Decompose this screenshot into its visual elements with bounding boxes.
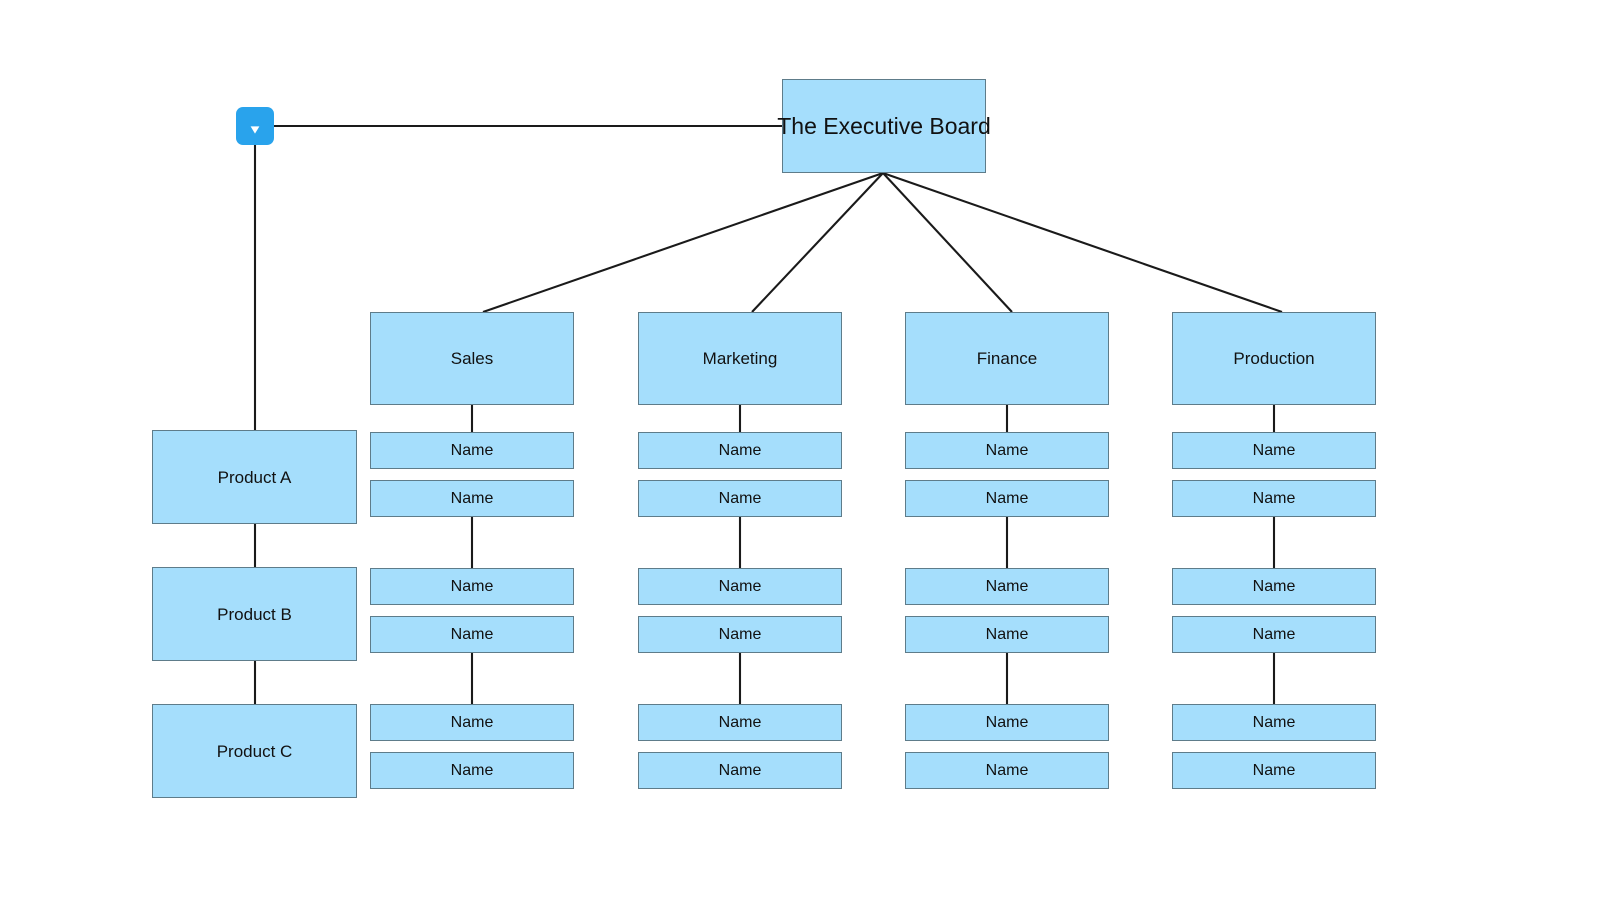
node-name-finance-3-1[interactable]: Name <box>905 704 1109 741</box>
edge-root-to-sales <box>482 172 884 313</box>
node-product-a[interactable]: Product A <box>152 430 357 524</box>
node-name-production-1-1[interactable]: Name <box>1172 432 1376 469</box>
node-name-sales-3-2[interactable]: Name <box>370 752 574 789</box>
node-executive-board[interactable]: The Executive Board <box>777 79 991 173</box>
node-name-label: Name <box>1252 577 1296 595</box>
node-name-label: Name <box>985 441 1029 459</box>
node-name-production-1-2[interactable]: Name <box>1172 480 1376 517</box>
node-name-sales-3-1[interactable]: Name <box>370 704 574 741</box>
node-name-label: Name <box>985 577 1029 595</box>
node-name-sales-2-1[interactable]: Name <box>370 568 574 605</box>
node-department-production-label: Production <box>1233 349 1315 368</box>
node-name-label: Name <box>1252 489 1296 507</box>
node-name-marketing-2-1[interactable]: Name <box>638 568 842 605</box>
edge-root-to-production <box>882 172 1283 313</box>
node-product-c-label: Product C <box>216 741 293 761</box>
node-name-finance-1-1[interactable]: Name <box>905 432 1109 469</box>
node-name-label: Name <box>450 625 494 643</box>
node-department-sales-label: Sales <box>450 349 494 368</box>
node-name-marketing-3-2[interactable]: Name <box>638 752 842 789</box>
node-name-label: Name <box>450 713 494 731</box>
node-department-production[interactable]: Production <box>1172 312 1376 405</box>
node-product-b-label: Product B <box>217 604 292 624</box>
node-name-marketing-2-2[interactable]: Name <box>638 616 842 653</box>
node-department-marketing-label: Marketing <box>702 349 778 368</box>
node-name-label: Name <box>718 489 762 507</box>
node-product-b[interactable]: Product B <box>152 567 357 661</box>
node-name-label: Name <box>1252 713 1296 731</box>
node-name-label: Name <box>450 441 494 459</box>
node-name-label: Name <box>985 625 1029 643</box>
node-department-finance[interactable]: Finance <box>905 312 1109 405</box>
node-name-production-2-2[interactable]: Name <box>1172 616 1376 653</box>
node-name-label: Name <box>985 489 1029 507</box>
node-name-label: Name <box>718 625 762 643</box>
collapse-toggle-button[interactable] <box>236 107 274 145</box>
node-name-label: Name <box>718 713 762 731</box>
node-name-label: Name <box>1252 625 1296 643</box>
node-name-marketing-3-1[interactable]: Name <box>638 704 842 741</box>
node-name-sales-1-1[interactable]: Name <box>370 432 574 469</box>
node-name-sales-2-2[interactable]: Name <box>370 616 574 653</box>
node-name-label: Name <box>1252 761 1296 779</box>
node-name-label: Name <box>450 577 494 595</box>
node-name-marketing-1-2[interactable]: Name <box>638 480 842 517</box>
edge-root-to-marketing <box>751 172 884 313</box>
node-name-finance-3-2[interactable]: Name <box>905 752 1109 789</box>
node-name-marketing-1-1[interactable]: Name <box>638 432 842 469</box>
node-name-production-3-1[interactable]: Name <box>1172 704 1376 741</box>
node-name-production-2-1[interactable]: Name <box>1172 568 1376 605</box>
arrow-down-icon <box>244 115 266 137</box>
edge-root-to-finance <box>882 172 1013 313</box>
node-product-a-label: Product A <box>217 467 292 487</box>
node-name-label: Name <box>985 761 1029 779</box>
node-name-label: Name <box>718 761 762 779</box>
node-name-label: Name <box>450 761 494 779</box>
node-department-finance-label: Finance <box>976 349 1038 368</box>
node-name-finance-2-2[interactable]: Name <box>905 616 1109 653</box>
node-name-label: Name <box>985 713 1029 731</box>
node-name-production-3-2[interactable]: Name <box>1172 752 1376 789</box>
node-name-sales-1-2[interactable]: Name <box>370 480 574 517</box>
node-department-marketing[interactable]: Marketing <box>638 312 842 405</box>
node-department-sales[interactable]: Sales <box>370 312 574 405</box>
node-executive-board-label: The Executive Board <box>777 112 991 139</box>
node-name-label: Name <box>718 441 762 459</box>
node-name-label: Name <box>450 489 494 507</box>
node-name-label: Name <box>1252 441 1296 459</box>
node-product-c[interactable]: Product C <box>152 704 357 798</box>
node-name-finance-2-1[interactable]: Name <box>905 568 1109 605</box>
node-name-label: Name <box>718 577 762 595</box>
node-name-finance-1-2[interactable]: Name <box>905 480 1109 517</box>
